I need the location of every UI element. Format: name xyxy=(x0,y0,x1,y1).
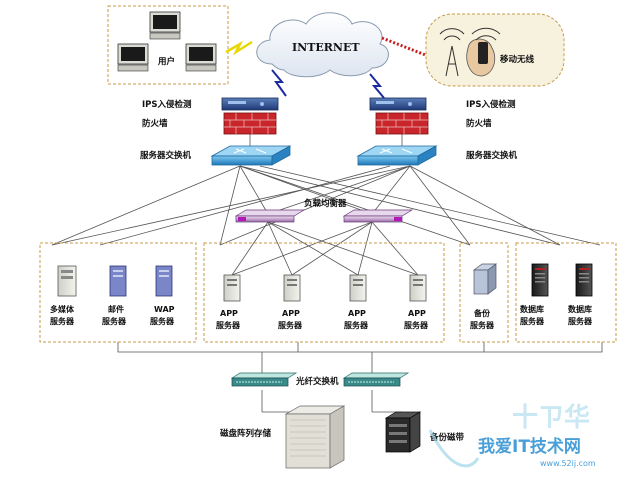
fw-left-label: 防火墙 xyxy=(142,118,168,129)
sw-right-label: 服务器交换机 xyxy=(466,150,518,161)
server-label-line1: 多媒体 xyxy=(50,304,75,314)
app-server-label-line1: APP xyxy=(282,309,300,318)
media-server-icon xyxy=(57,265,77,297)
watermark-site-cn: 我爱IT技术网 xyxy=(478,436,581,457)
backup-server-icon xyxy=(472,263,498,295)
app-server-icon xyxy=(223,274,241,302)
db-server-label-line2: 服务器 xyxy=(568,316,593,326)
user-computer-icon xyxy=(149,11,181,40)
firewall-right-icon xyxy=(375,112,429,135)
server-label-line1: WAP xyxy=(154,305,175,314)
wan-link-left-icon xyxy=(271,69,287,97)
load-balancer-right-icon xyxy=(342,209,414,223)
sw-left-label: 服务器交换机 xyxy=(140,150,192,161)
serial-link xyxy=(381,36,429,58)
user-computer-icon xyxy=(185,43,217,72)
server-label-line2: 服务器 xyxy=(102,316,127,326)
backup-server-label-line1: 备份 xyxy=(473,308,491,318)
users-group-box xyxy=(107,5,229,85)
db-server-icon xyxy=(575,263,593,297)
server-label-line1: 邮件 xyxy=(108,304,124,314)
fw-right-label: 防火墙 xyxy=(466,118,492,129)
app-server-group-box xyxy=(203,242,445,343)
wireless-link-icon xyxy=(225,40,253,56)
db-server-icon xyxy=(531,263,549,297)
fiber-switch-label: 光纤交换机 xyxy=(295,376,339,387)
tape-backup-icon xyxy=(384,411,422,453)
ips-device-right xyxy=(369,97,427,111)
antenna-icon xyxy=(439,28,465,77)
db-server-label-line2: 服务器 xyxy=(520,316,545,326)
lb-label: 负载均衡器 xyxy=(304,198,347,209)
mail-server-icon xyxy=(109,265,127,297)
fiber-switch-right-icon xyxy=(342,372,410,387)
server-label-line2: 服务器 xyxy=(150,316,175,326)
server-switch-right-icon xyxy=(356,145,438,166)
internet-label: INTERNET xyxy=(292,41,360,54)
users-label: 用户 xyxy=(157,56,175,67)
db-server-label-line1: 数据库 xyxy=(520,304,544,314)
internet-cloud-icon xyxy=(256,12,389,78)
disk-array-label: 磁盘阵列存储 xyxy=(220,428,272,439)
app-server-label-line1: APP xyxy=(408,309,426,318)
ips-device-left xyxy=(221,97,279,111)
app-server-label-line1: APP xyxy=(220,309,238,318)
db-server-label-line1: 数据库 xyxy=(568,304,592,314)
app-server-icon xyxy=(283,274,301,302)
link-lines xyxy=(51,133,603,413)
watermark-logo: 十ㄗ华 xyxy=(512,402,590,433)
app-server-icon xyxy=(409,274,427,302)
mobile-phone-icon xyxy=(466,27,501,77)
server-switch-left-icon xyxy=(210,145,292,166)
mobile-label: 移动无线 xyxy=(500,54,535,65)
watermark-url: www.52ij.com xyxy=(540,459,596,468)
disk-array-icon xyxy=(284,405,346,469)
app-server-icon xyxy=(349,274,367,302)
backup-server-label-line2: 服务器 xyxy=(470,320,495,330)
app-server-label-line2: 服务器 xyxy=(404,320,429,330)
db-server-group-box xyxy=(515,242,617,343)
server-label-line2: 服务器 xyxy=(50,316,75,326)
ips-right-label: IPS入侵检测 xyxy=(466,99,516,110)
app-server-label-line1: APP xyxy=(348,309,366,318)
user-computer-icon xyxy=(117,43,149,72)
tape-label: 备份磁带 xyxy=(429,432,465,443)
fiber-switch-left-icon xyxy=(230,372,298,387)
mobile-group-box xyxy=(425,13,565,87)
backup-server-group-box xyxy=(459,242,509,343)
wap-server-icon xyxy=(155,265,173,297)
load-balancer-left-icon xyxy=(234,209,306,223)
server-group-box xyxy=(39,242,197,343)
watermark: 十ㄗ华 我爱IT技术网 www.52ij.com xyxy=(428,402,596,468)
app-server-label-line2: 服务器 xyxy=(216,320,241,330)
app-server-label-line2: 服务器 xyxy=(344,320,369,330)
ips-left-label: IPS入侵检测 xyxy=(142,99,192,110)
app-server-label-line2: 服务器 xyxy=(278,320,303,330)
wan-link-right-icon xyxy=(369,73,385,99)
firewall-left-icon xyxy=(223,112,277,135)
